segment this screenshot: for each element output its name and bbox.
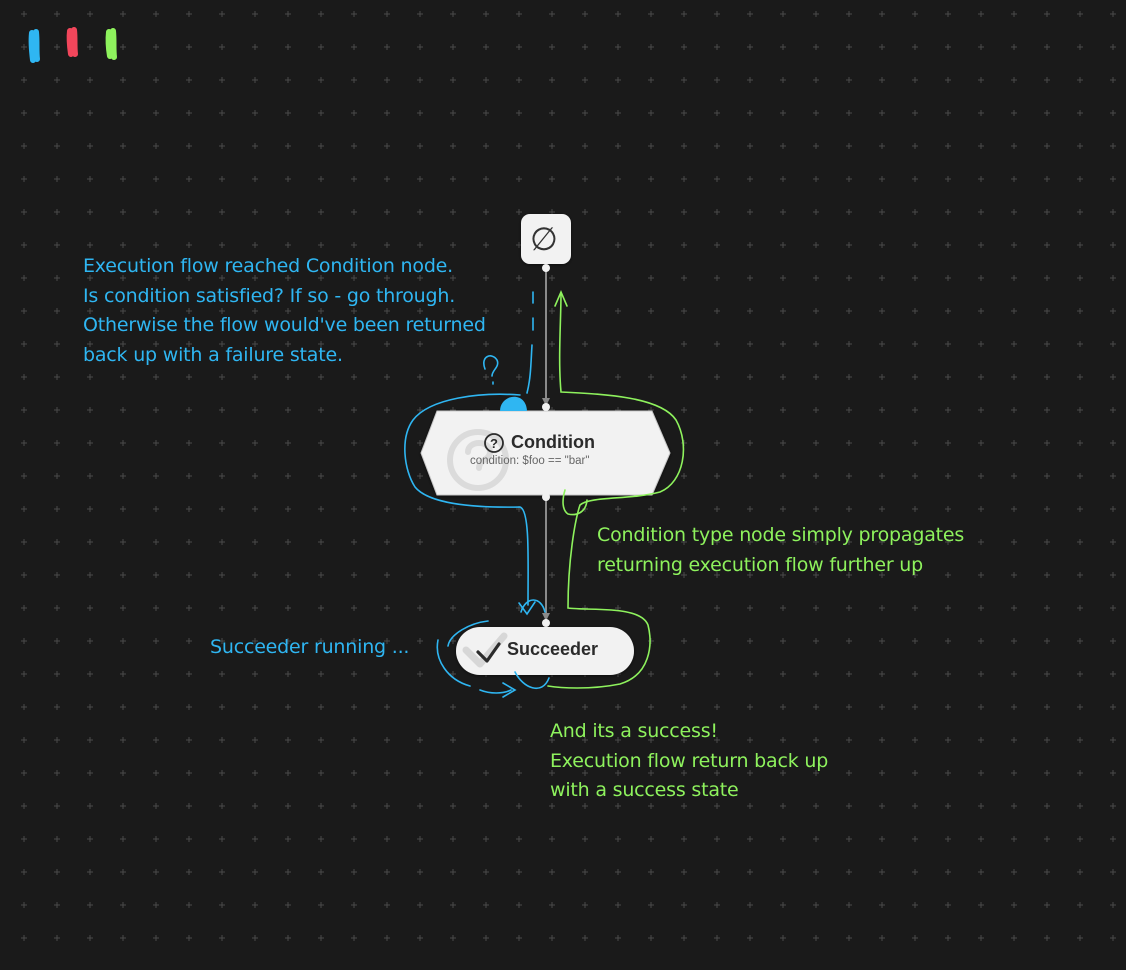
blue-marker-swatch[interactable] [28, 29, 40, 63]
condition-node-title: Condition [511, 432, 595, 452]
annotation-line: with a success state [550, 779, 739, 801]
checkmark-icon [476, 642, 501, 663]
grid-marks [21, 11, 1116, 941]
annotation-line: Succeeder running ... [210, 636, 410, 658]
svg-text:?: ? [490, 436, 498, 451]
annotation-line: returning execution flow further up [597, 553, 923, 576]
annotation-success: And its a success! Execution flow return… [550, 717, 828, 806]
annotation-line: Otherwise the flow would've been returne… [83, 314, 486, 336]
node-port[interactable] [542, 619, 550, 627]
annotation-succeeder-running: Succeeder running ... [210, 633, 409, 663]
annotation-line: Execution flow return back up [550, 749, 829, 772]
color-palette [28, 27, 117, 63]
node-port[interactable] [542, 493, 550, 501]
annotation-execution-flow: Execution flow reached Condition node. I… [83, 252, 486, 370]
annotation-line: Condition type node simply propagates [597, 524, 965, 546]
root-node[interactable] [521, 214, 571, 264]
succeeder-node-title: Succeeder [507, 639, 599, 659]
edge-arrowhead [542, 398, 550, 406]
empty-set-icon: ∅ [530, 221, 558, 257]
question-circle-icon: ? [484, 433, 504, 453]
annotation-line: back up with a failure state. [83, 343, 343, 366]
annotation-line: And its a success! [550, 720, 718, 742]
edge-arrowhead [542, 613, 550, 621]
node-port[interactable] [542, 264, 550, 272]
annotation-propagates: Condition type node simply propagates re… [597, 521, 964, 580]
red-marker-swatch[interactable] [66, 27, 78, 57]
green-annotation-strokes [547, 289, 685, 689]
checkmark-watermark-icon [462, 632, 508, 668]
condition-node-detail: condition: $foo == "bar" [470, 455, 590, 467]
annotation-line: Execution flow reached Condition node. [83, 255, 454, 277]
succeeder-node[interactable] [456, 627, 634, 675]
annotation-line: Is condition satisfied? If so - go throu… [83, 284, 456, 307]
node-port[interactable] [542, 403, 550, 411]
blue-annotation-blob [500, 396, 527, 411]
green-marker-swatch[interactable] [105, 28, 117, 60]
condition-node[interactable] [420, 410, 671, 496]
blue-annotation-strokes [404, 291, 550, 698]
